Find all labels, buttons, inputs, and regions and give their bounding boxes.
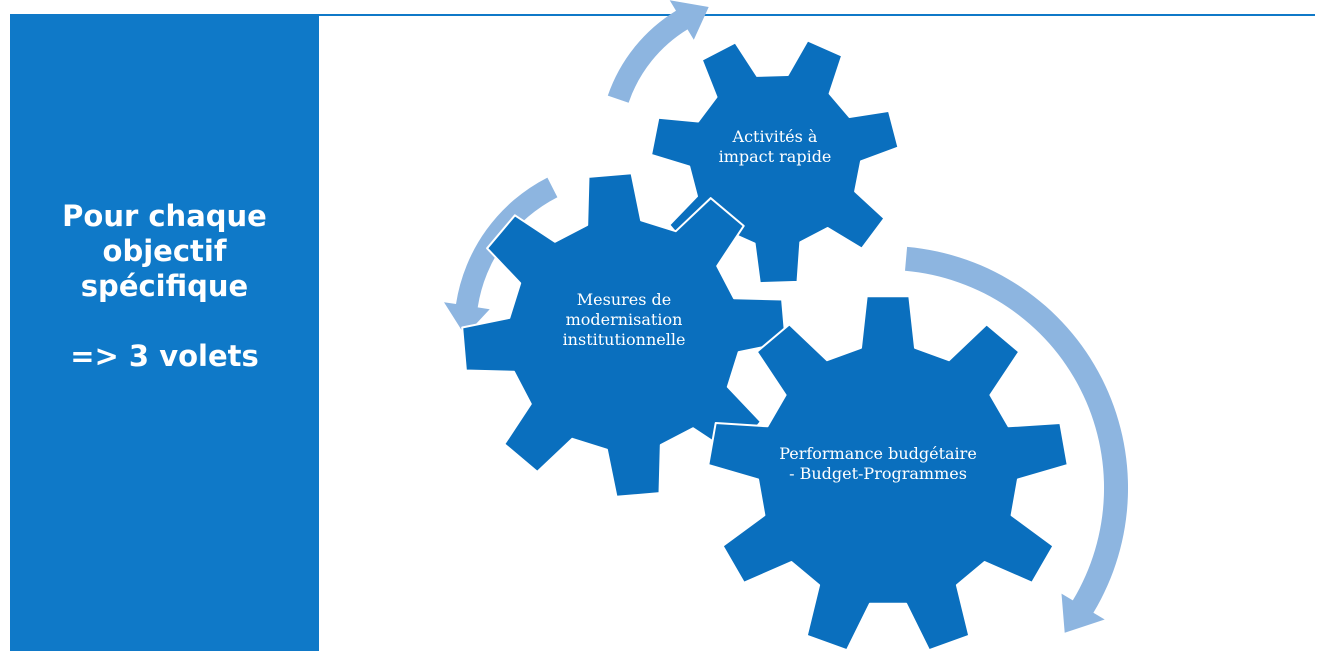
gear-performance-body [707,295,1069,651]
cycle-arrow-right [905,246,1129,633]
gear-performance-label-line: Performance budgétaire [779,444,977,463]
top-rule [10,14,1315,16]
gear-mesures-label-line: modernisation [566,310,683,329]
cycle-arrow-top [607,0,709,103]
arrows-layer [444,0,1129,633]
gear-performance-label-line: - Budget-Programmes [789,464,967,483]
panel-line-2: objectif [102,234,227,268]
panel-line-1: Pour chaque [62,199,267,233]
gear-mesures-label-line: Mesures de [577,290,672,309]
gear-performance: Performance budgétaire- Budget-Programme… [707,295,1069,651]
panel-line-4: => 3 volets [70,339,259,373]
gear-activites-label-line: Activités à [732,127,818,146]
side-panel: Pour chaque objectif spécifique => 3 vol… [10,16,319,651]
gear-performance-label: Performance budgétaire- Budget-Programme… [779,444,977,483]
gear-mesures-label-line: institutionnelle [563,330,686,349]
panel-text: Pour chaque objectif spécifique => 3 vol… [10,199,319,374]
gear-mesures-body [461,172,787,498]
panel-line-3: spécifique [80,269,249,303]
gear-activites-label-line: impact rapide [719,147,832,166]
cycle-arrow-left [444,177,558,336]
